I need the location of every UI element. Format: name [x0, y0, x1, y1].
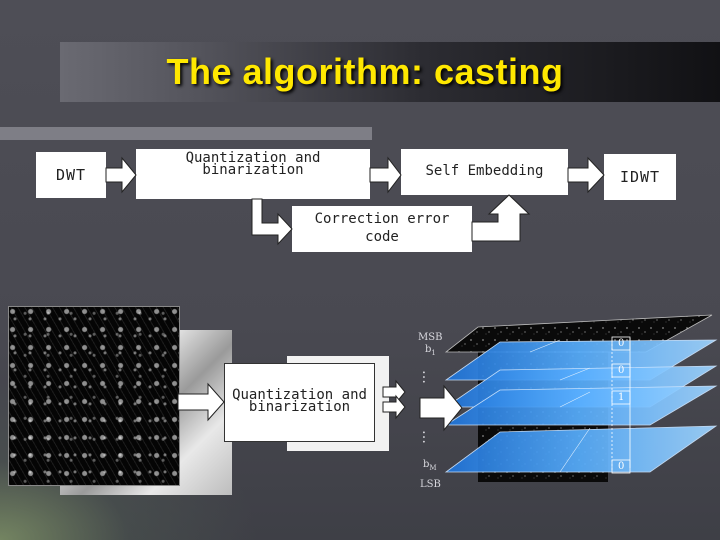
correction-label-line2: code: [365, 229, 399, 245]
self-embedding-box: Self Embedding: [401, 149, 568, 195]
bm-subscript: M: [429, 464, 437, 472]
b1-label: b1: [425, 345, 436, 358]
arrow-quantization-to-correction: [251, 198, 293, 246]
plane-gridline: [559, 367, 591, 381]
bit-cell: [611, 336, 631, 351]
wavelet-image: [8, 306, 180, 486]
self-embedding-label: Self Embedding: [425, 163, 544, 179]
arrow-quantization-to-bitplanes: [419, 384, 463, 432]
lower-quantization-label-line2: binarization: [248, 399, 351, 415]
arrow-correction-to-embedding: [471, 194, 531, 242]
plane-gridline: [559, 391, 591, 408]
bm-label: bM: [423, 460, 437, 473]
b1-subscript: 1: [431, 349, 436, 357]
arrow-quantization-to-embedding: [369, 156, 402, 194]
slide-title: The algorithm: casting: [166, 51, 564, 92]
quantization-label-line1: Quantization and: [185, 150, 321, 166]
lower-quantization-box: Quantization and binarization: [224, 363, 375, 442]
arrow-lower-small-1: [382, 379, 406, 405]
b1-text: b: [425, 344, 432, 355]
bm-text: b: [423, 459, 430, 470]
bitplane-lsb: [444, 425, 718, 473]
correction-label-line1: Correction error: [314, 211, 450, 227]
idwt-box: IDWT: [604, 154, 676, 200]
arrow-dwt-to-quantization: [105, 156, 137, 194]
dwt-box: DWT: [36, 152, 106, 198]
quantization-label-line2: binarization: [202, 162, 304, 178]
bit-cell: [611, 390, 631, 405]
bitplane-4: [444, 385, 718, 426]
title-band: [60, 42, 720, 102]
bit-cell: [611, 363, 631, 378]
bit-value-3: 1: [618, 392, 625, 403]
dwt-label: DWT: [55, 166, 87, 184]
bit-value-1: 0: [618, 338, 625, 349]
title-underline: [0, 127, 372, 140]
bit-value-2: 0: [618, 365, 625, 376]
idwt-label: IDWT: [619, 168, 661, 186]
correction-box: Correction error code: [292, 206, 472, 252]
quantization-box: Quantization and binarization: [136, 149, 370, 199]
arrow-image-to-quantization: [177, 382, 225, 422]
bit-value-4: 0: [618, 461, 625, 472]
lower-quantization-label-line1: Quantization and: [232, 387, 367, 403]
lsb-label: LSB: [420, 479, 441, 490]
arrow-embedding-to-idwt: [567, 156, 605, 194]
arrow-lower-small-2: [382, 394, 406, 420]
bit-cell: [611, 459, 631, 474]
msb-label: MSB: [418, 332, 443, 343]
plane-gridline: [529, 339, 561, 353]
plane-gridline: [559, 427, 591, 473]
